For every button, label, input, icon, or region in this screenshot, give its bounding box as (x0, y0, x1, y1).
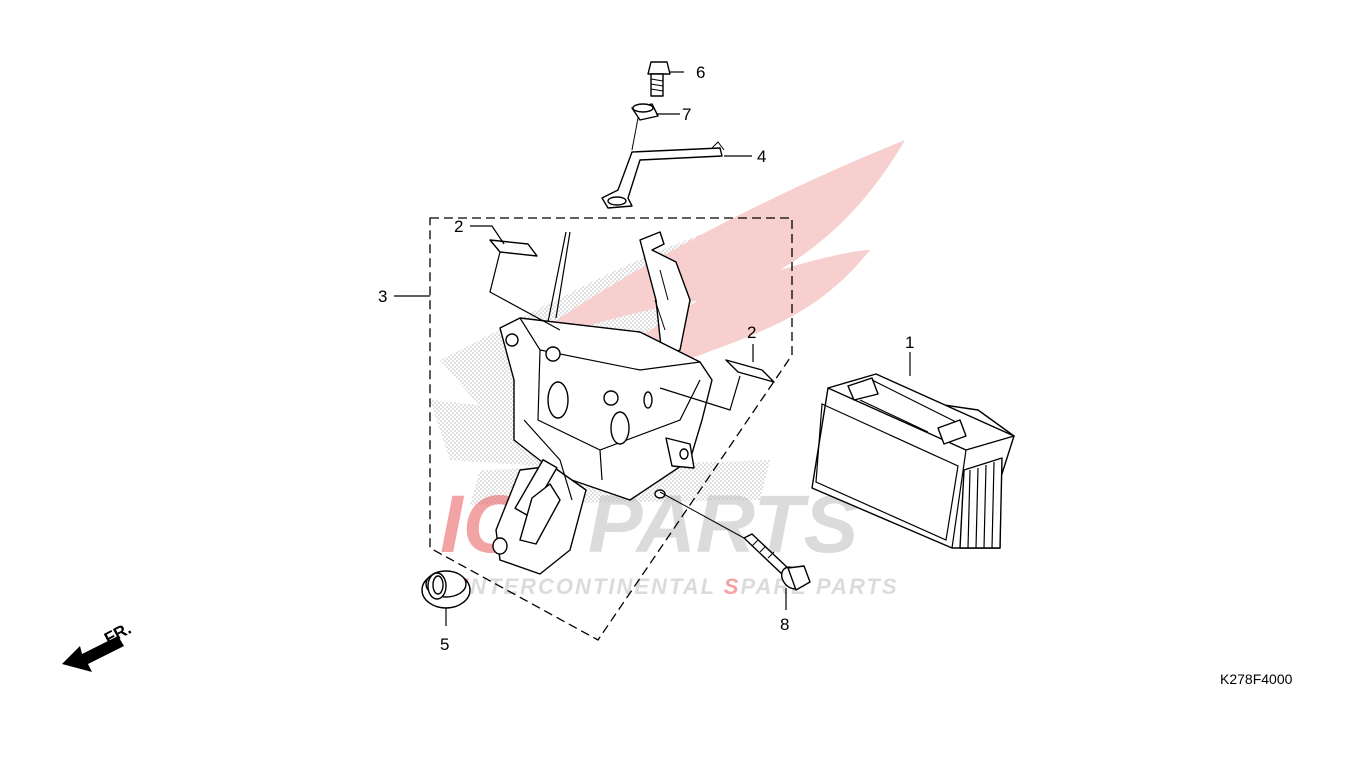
watermark-tagline-pare-parts: PARE PARTS (740, 574, 898, 599)
part-7-collar (631, 103, 659, 121)
callout-8: 8 (780, 615, 789, 634)
callout-1: 1 (905, 333, 914, 352)
watermark-tagline-nter: NTER (470, 574, 538, 599)
watermark-tagline-s: S (724, 574, 741, 599)
callout-3: 3 (378, 287, 387, 306)
callout-2-right: 2 (747, 323, 756, 342)
watermark-tagline: INTERCONTINENTAL SPARE PARTS (462, 574, 899, 599)
part-4-stay (601, 141, 725, 209)
part-5-grommet (421, 570, 471, 609)
assembly-boundary (429, 217, 793, 641)
watermark-tagline-continental: CONTINENTAL (538, 574, 724, 599)
diagram-code: K278F4000 (1220, 671, 1293, 687)
part-2-pad-right (725, 359, 775, 383)
leader-lines (394, 71, 911, 626)
battery-ribs (959, 457, 1003, 549)
callout-7: 7 (682, 105, 691, 124)
callout-2-upper: 2 (454, 217, 463, 236)
part-3-battery-box (492, 231, 713, 575)
callout-5: 5 (440, 635, 449, 654)
front-direction-indicator: FR. (62, 619, 134, 672)
callout-4: 4 (757, 147, 766, 166)
part-6-bolt (647, 61, 671, 97)
part-1-battery (811, 373, 1015, 549)
front-arrow-icon (62, 636, 124, 672)
callout-6: 6 (696, 63, 705, 82)
part-2-pad-upper (489, 239, 538, 257)
part-8-flange-bolt (743, 533, 811, 591)
callouts: 6 7 4 2 3 2 1 5 8 (378, 63, 914, 654)
watermark-wing-red (500, 140, 905, 420)
